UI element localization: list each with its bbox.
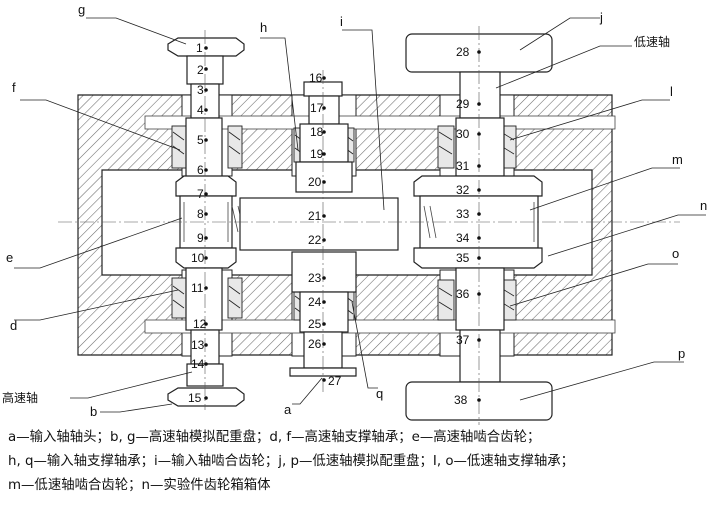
legend-line: m—低速轴啮合齿轮；n—实验件齿轮箱箱体 (8, 478, 271, 493)
node-30: 30 (456, 127, 470, 141)
node-18: 18 (310, 125, 324, 139)
label-n: n (700, 198, 707, 213)
label-j: j (599, 10, 603, 25)
node-28: 28 (456, 45, 470, 59)
node-38: 38 (454, 393, 468, 407)
label-high-speed-shaft: 高速轴 (2, 390, 38, 405)
node-20: 20 (308, 175, 322, 189)
label-b: b (90, 404, 97, 419)
node-26: 26 (308, 337, 322, 351)
node-9: 9 (197, 231, 204, 245)
part-labels: g f e d b h i a q j l m n o p 高速轴 低速轴 (2, 2, 707, 419)
node-32: 32 (456, 183, 470, 197)
node-11: 11 (191, 281, 204, 295)
node-10: 10 (191, 251, 205, 265)
node-37: 37 (456, 333, 470, 347)
node-7: 7 (197, 187, 204, 201)
node-12: 12 (193, 317, 207, 331)
node-16: 16 (309, 71, 323, 85)
legend-line: a—输入轴轴头；b, g—高速轴模拟配重盘；d, f—高速轴支撑轴承；e—高速轴… (8, 430, 541, 445)
node-35: 35 (456, 251, 470, 265)
node-13: 13 (191, 338, 205, 352)
node-33: 33 (456, 207, 470, 221)
label-e: e (6, 250, 13, 265)
input-shaft (239, 81, 399, 377)
label-p: p (678, 346, 685, 361)
node-21: 21 (308, 209, 322, 223)
node-25: 25 (308, 317, 322, 331)
label-g: g (78, 2, 85, 17)
node-36: 36 (456, 287, 470, 301)
node-31: 31 (456, 159, 470, 173)
label-m: m (672, 152, 683, 167)
leader-lines (14, 17, 706, 413)
label-f: f (12, 80, 16, 95)
node-34: 34 (456, 231, 470, 245)
label-h: h (260, 20, 267, 35)
legend: a—输入轴轴头；b, g—高速轴模拟配重盘；d, f—高速轴支撑轴承；e—高速轴… (8, 426, 714, 498)
node-27: 27 (328, 374, 342, 388)
node-17: 17 (310, 101, 324, 115)
label-o: o (672, 246, 679, 261)
node-5: 5 (197, 133, 204, 147)
node-dots (204, 46, 481, 402)
node-1: 1 (196, 41, 203, 55)
label-low-speed-shaft: 低速轴 (634, 34, 670, 49)
node-23: 23 (308, 271, 322, 285)
node-29: 29 (456, 97, 470, 111)
node-24: 24 (308, 295, 322, 309)
label-l: l (670, 84, 673, 99)
label-d: d (10, 318, 17, 333)
label-i: i (340, 14, 343, 29)
node-14: 14 (191, 357, 205, 371)
node-22: 22 (308, 233, 322, 247)
label-a: a (284, 402, 292, 417)
label-q: q (376, 386, 383, 401)
node-numbers: 1 2 3 4 5 6 7 8 9 10 11 12 13 14 15 16 1… (188, 41, 470, 407)
legend-line: h, q—输入轴支撑轴承；i—输入轴啮合齿轮；j, p—低速轴模拟配重盘；I, … (8, 454, 575, 469)
node-8: 8 (197, 207, 204, 221)
node-3: 3 (197, 83, 204, 97)
node-4: 4 (197, 103, 204, 117)
node-19: 19 (310, 147, 324, 161)
node-6: 6 (197, 163, 204, 177)
node-2: 2 (197, 63, 204, 77)
node-15: 15 (188, 391, 202, 405)
gearbox-diagram: 1 2 3 4 5 6 7 8 9 10 11 12 13 14 15 16 1… (2, 2, 707, 425)
